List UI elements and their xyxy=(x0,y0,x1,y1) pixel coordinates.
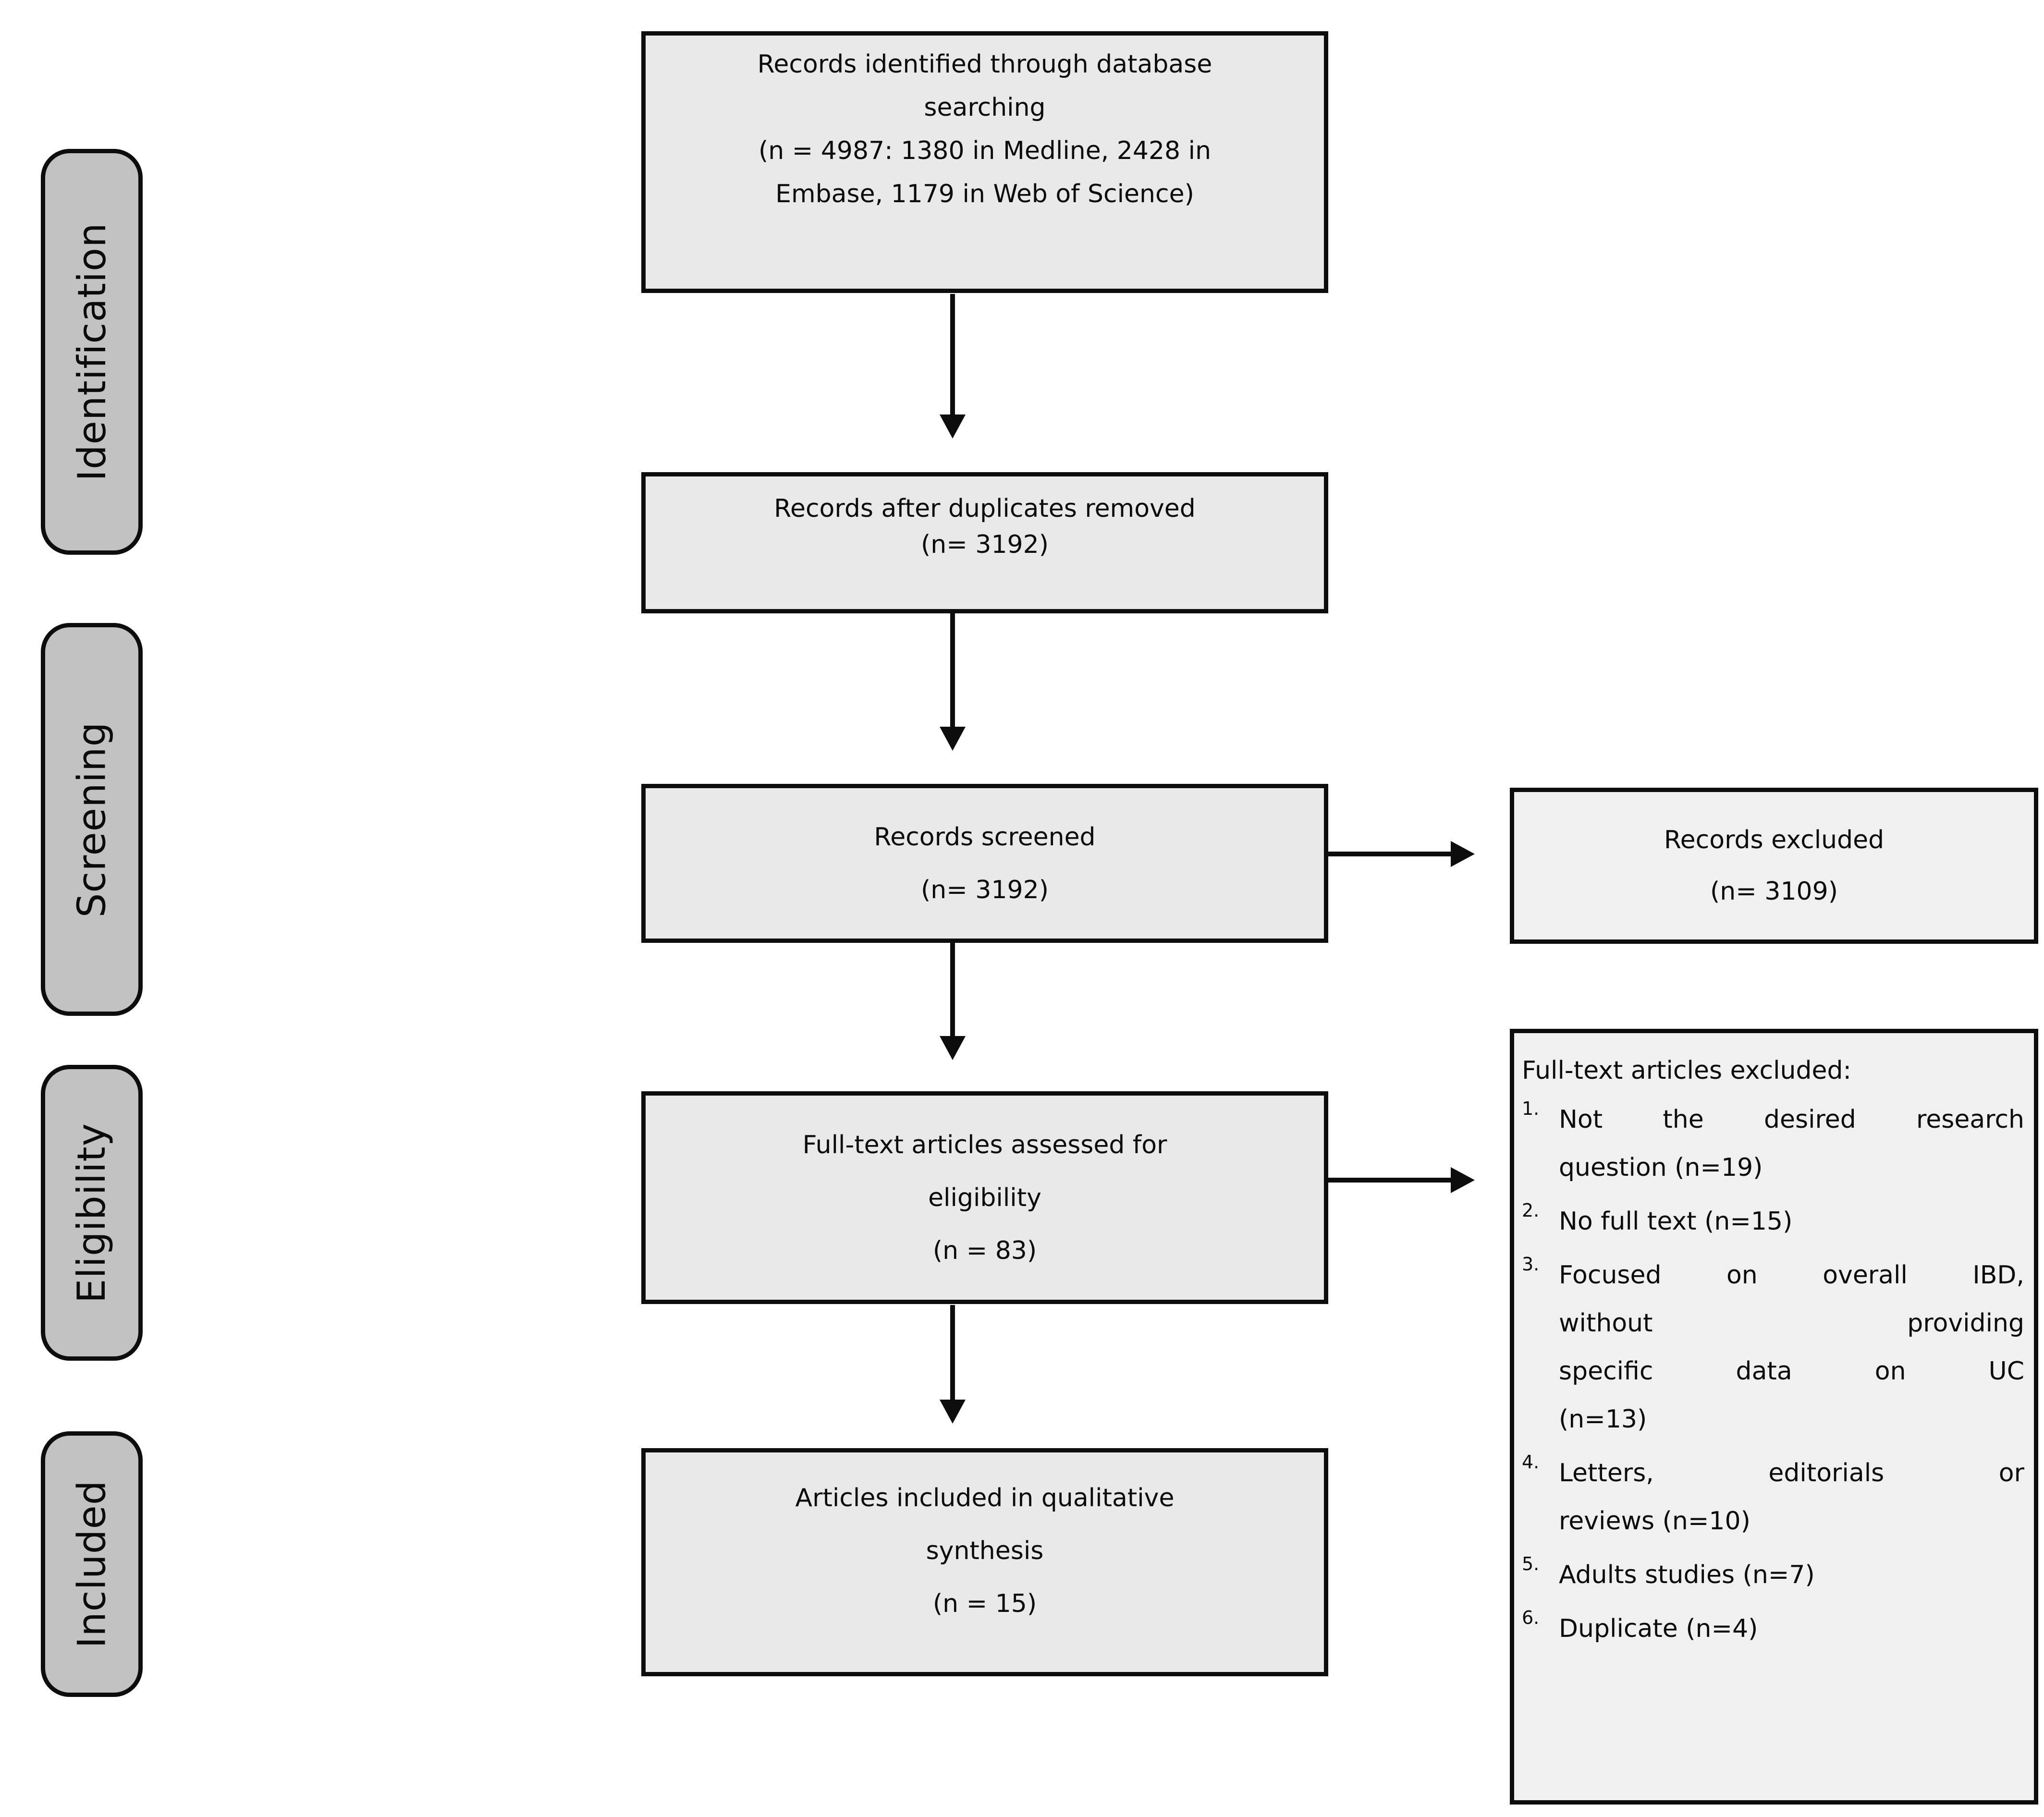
box-text-line: Embase, 1179 in Web of Science) xyxy=(775,180,1194,208)
box-fulltext-excluded: Full-text articles excluded: 1. Not the … xyxy=(1510,1029,2038,1805)
stage-label-identification: Identification xyxy=(41,149,143,555)
box-records-screened: Records screened (n= 3192) xyxy=(641,784,1328,943)
excluded-item: 6. Duplicate (n=4) xyxy=(1522,1605,2024,1653)
box-text-line: Records identified through database xyxy=(757,50,1212,79)
box-text-line: (n = 4987: 1380 in Medline, 2428 in xyxy=(758,136,1212,165)
excluded-item: 4. Letters, editorials or reviews (n=10) xyxy=(1522,1449,2024,1545)
arrowhead-down-icon xyxy=(940,1400,966,1424)
box-text-line: (n = 15) xyxy=(932,1589,1037,1618)
stage-label-included: Included xyxy=(41,1431,143,1697)
arrowhead-down-icon xyxy=(940,1036,966,1060)
excluded-item-line: Letters, editorials or xyxy=(1559,1459,2024,1488)
arrow-fulltext-to-excluded xyxy=(1328,1178,1452,1183)
box-text-line: Records after duplicates removed xyxy=(774,494,1196,523)
arrow-duplicates-to-screened xyxy=(950,613,955,728)
box-text-line: Records excluded xyxy=(1664,825,1885,854)
box-text-line: (n= 3192) xyxy=(921,875,1049,904)
arrowhead-down-icon xyxy=(940,415,966,439)
excluded-item-line: Duplicate (n=4) xyxy=(1559,1614,1758,1643)
excluded-item: 5. Adults studies (n=7) xyxy=(1522,1551,2024,1599)
stage-label-text: Screening xyxy=(69,721,114,917)
stage-label-text: Identification xyxy=(69,222,114,481)
excluded-item-line: No full text (n=15) xyxy=(1559,1207,1793,1236)
excluded-item-number: 5. xyxy=(1522,1553,1540,1574)
excluded-item-line: specific data on UC xyxy=(1559,1357,2024,1386)
arrow-screened-to-fulltext xyxy=(950,943,955,1037)
excluded-item-number: 3. xyxy=(1522,1254,1540,1275)
excluded-item-number: 6. xyxy=(1522,1607,1540,1628)
stage-label-eligibility: Eligibility xyxy=(41,1065,143,1361)
excluded-item-number: 4. xyxy=(1522,1451,1540,1473)
box-text-line: (n= 3192) xyxy=(921,530,1049,559)
arrow-identified-to-duplicates xyxy=(950,294,955,415)
arrow-screened-to-excluded xyxy=(1328,852,1452,856)
excluded-item: 3. Focused on overall IBD, without provi… xyxy=(1522,1251,2024,1443)
excluded-list-title: Full-text articles excluded: xyxy=(1522,1056,1852,1085)
box-records-identified: Records identified through database sear… xyxy=(641,31,1328,293)
box-text-line: synthesis xyxy=(926,1537,1044,1565)
excluded-list: 1. Not the desired research question (n=… xyxy=(1522,1096,2024,1653)
arrow-fulltext-to-included xyxy=(950,1305,955,1401)
arrowhead-right-icon xyxy=(1451,841,1475,867)
excluded-item-line: Focused on overall IBD, xyxy=(1559,1261,2024,1290)
box-text-line: searching xyxy=(924,93,1046,122)
excluded-item: 1. Not the desired research question (n=… xyxy=(1522,1096,2024,1192)
arrowhead-down-icon xyxy=(940,727,966,751)
box-records-after-duplicates: Records after duplicates removed (n= 319… xyxy=(641,472,1328,613)
box-records-excluded: Records excluded (n= 3109) xyxy=(1510,788,2038,944)
arrowhead-right-icon xyxy=(1451,1167,1475,1193)
excluded-item-line: without providing xyxy=(1559,1309,2024,1338)
stage-label-text: Included xyxy=(69,1480,114,1648)
excluded-item-line: Adults studies (n=7) xyxy=(1559,1561,1815,1589)
stage-label-text: Eligibility xyxy=(69,1122,114,1303)
box-text-line: Articles included in qualitative xyxy=(795,1484,1175,1512)
box-fulltext-assessed: Full-text articles assessed for eligibil… xyxy=(641,1091,1328,1304)
excluded-item-line: (n=13) xyxy=(1559,1405,1647,1434)
excluded-item-number: 1. xyxy=(1522,1098,1540,1119)
box-text-line: (n= 3109) xyxy=(1710,877,1838,906)
excluded-item: 2. No full text (n=15) xyxy=(1522,1197,2024,1245)
box-text-line: (n = 83) xyxy=(932,1236,1037,1265)
box-articles-included: Articles included in qualitative synthes… xyxy=(641,1448,1328,1676)
box-text-line: Full-text articles assessed for xyxy=(802,1130,1167,1159)
excluded-item-line: Not the desired research xyxy=(1559,1105,2024,1134)
stage-label-screening: Screening xyxy=(41,623,143,1016)
box-text-line: eligibility xyxy=(928,1183,1041,1212)
excluded-item-number: 2. xyxy=(1522,1200,1540,1221)
excluded-item-line: question (n=19) xyxy=(1559,1153,1763,1182)
excluded-item-line: reviews (n=10) xyxy=(1559,1507,1750,1536)
box-text-line: Records screened xyxy=(874,822,1096,852)
